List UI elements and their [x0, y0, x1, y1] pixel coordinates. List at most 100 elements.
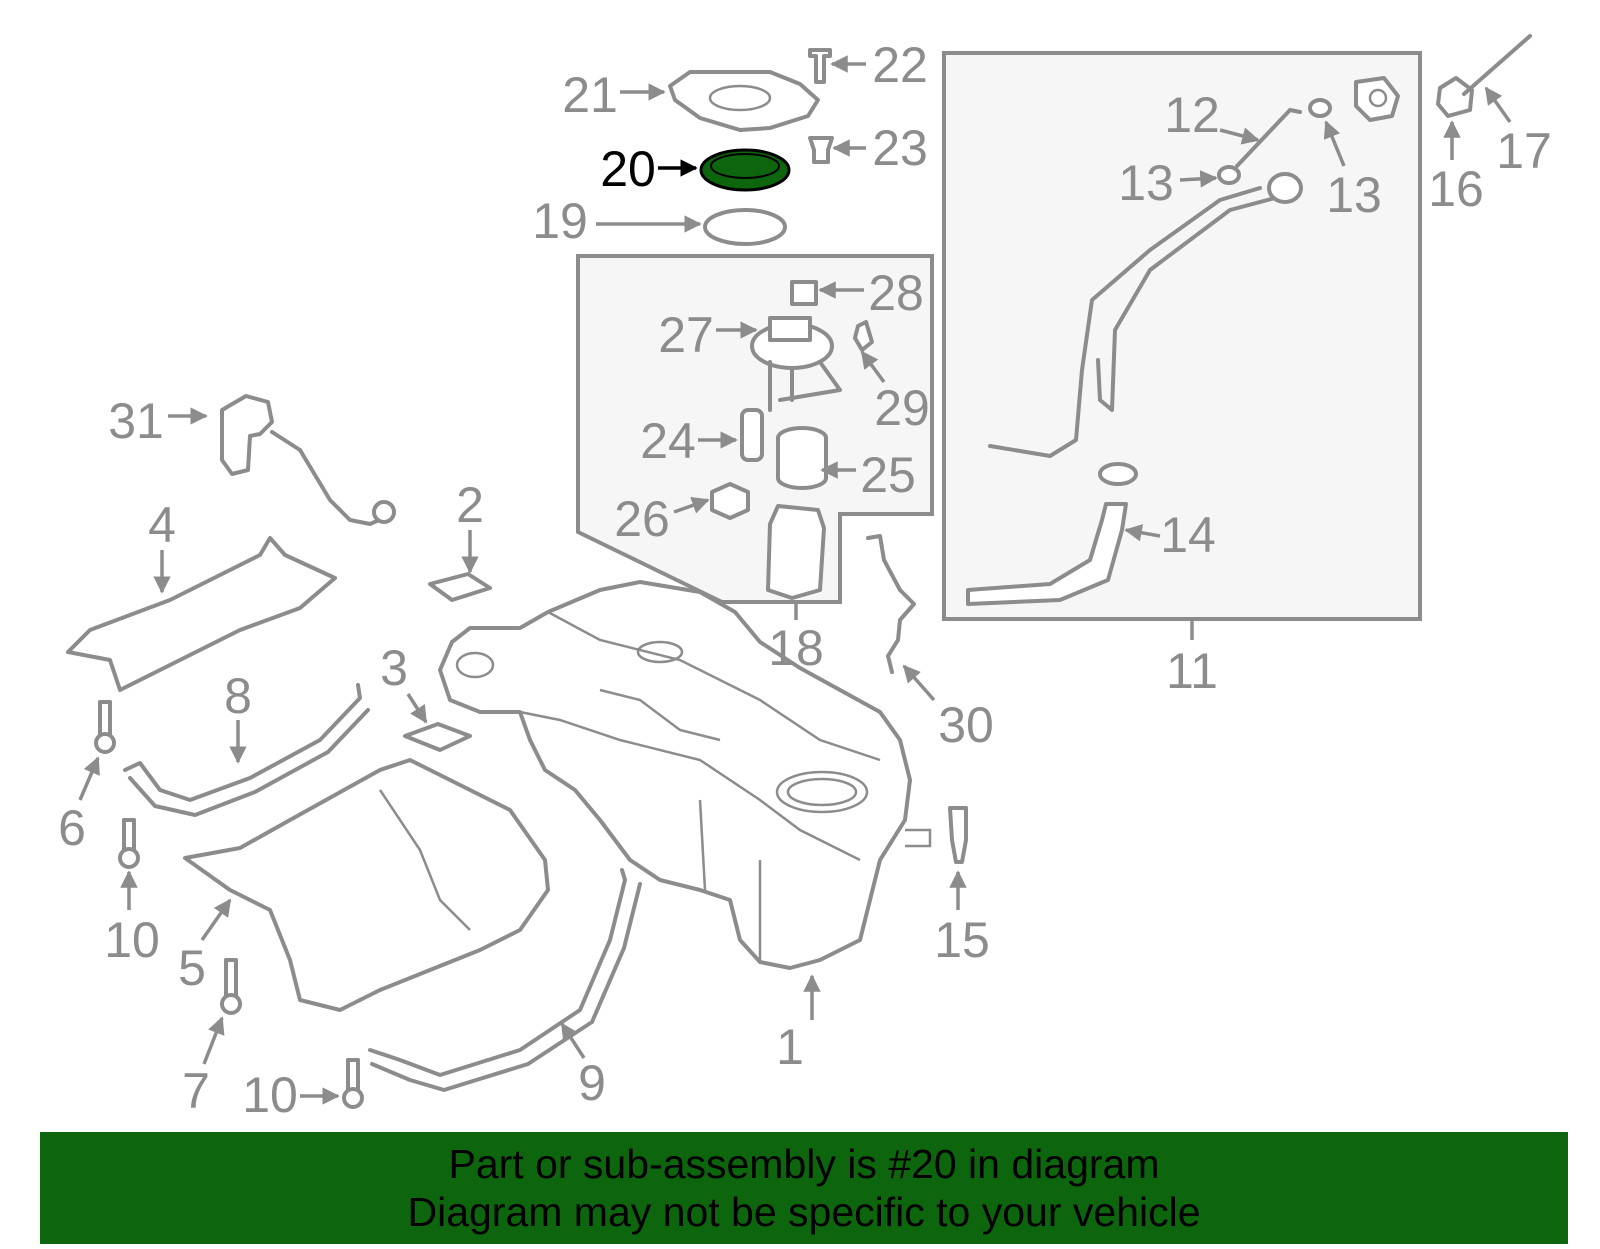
callout-23: 23 — [832, 120, 928, 176]
svg-text:17: 17 — [1496, 123, 1552, 179]
callout-22: 22 — [830, 37, 928, 93]
clamp-13-right — [1308, 98, 1332, 118]
nut-26 — [710, 482, 750, 520]
svg-text:22: 22 — [872, 37, 928, 93]
callout-13-right: 13 — [1323, 120, 1382, 223]
callout-12: 12 — [1164, 87, 1260, 145]
o-ring-19 — [703, 208, 787, 246]
grommet-23 — [808, 136, 834, 164]
callout-26: 26 — [614, 491, 710, 547]
clamp-13-left — [1217, 165, 1241, 185]
callout-3: 3 — [380, 640, 428, 724]
filter-25 — [776, 426, 828, 490]
callout-14: 14 — [1124, 507, 1216, 563]
bolt-10-upper — [118, 818, 140, 869]
svg-text:2: 2 — [456, 477, 484, 533]
part-2-pad — [428, 572, 492, 602]
svg-text:8: 8 — [224, 668, 252, 724]
callout-13-left: 13 — [1118, 155, 1218, 211]
strap-9 — [368, 868, 627, 1077]
svg-text:24: 24 — [640, 413, 696, 469]
filler-neck-group-box — [942, 51, 1422, 621]
hose-14 — [966, 502, 1128, 606]
svg-text:7: 7 — [182, 1063, 210, 1119]
callout-8: 8 — [224, 668, 252, 764]
callout-11: 11 — [1166, 620, 1218, 699]
canister-31 — [220, 394, 396, 526]
clip-29 — [853, 320, 874, 352]
valve-15 — [948, 806, 968, 864]
svg-text:3: 3 — [380, 640, 408, 696]
svg-text:19: 19 — [532, 193, 588, 249]
banner-line-2: Diagram may not be specific to your vehi… — [407, 1189, 1201, 1235]
callout-2: 2 — [456, 477, 484, 574]
svg-text:14: 14 — [1160, 507, 1216, 563]
fuel-tank — [438, 580, 932, 970]
callout-6: 6 — [58, 756, 100, 856]
tether-17 — [1462, 34, 1532, 96]
sender-27 — [750, 316, 842, 412]
svg-text:13: 13 — [1326, 167, 1382, 223]
svg-text:29: 29 — [874, 380, 930, 436]
callout-9: 9 — [560, 1022, 606, 1111]
svg-text:28: 28 — [868, 265, 924, 321]
svg-text:15: 15 — [934, 912, 990, 968]
strap-8 — [123, 683, 362, 802]
bolt-7 — [220, 958, 242, 1015]
callout-7: 7 — [182, 1016, 225, 1119]
lock-ring-20 — [699, 148, 791, 192]
pump-housing-18 — [766, 504, 826, 600]
svg-text:21: 21 — [562, 67, 618, 123]
svg-text:25: 25 — [860, 447, 916, 503]
callout-19: 19 — [532, 193, 702, 249]
svg-text:16: 16 — [1428, 161, 1484, 217]
svg-text:31: 31 — [108, 393, 164, 449]
svg-text:4: 4 — [148, 497, 176, 553]
callout-1: 1 — [776, 974, 821, 1075]
callout-28: 28 — [818, 265, 924, 321]
callout-31: 31 — [108, 393, 208, 449]
heat-shield-5 — [183, 758, 550, 1012]
svg-text:10: 10 — [242, 1067, 298, 1123]
sensor-30 — [866, 534, 916, 674]
svg-text:6: 6 — [58, 800, 86, 856]
svg-text:30: 30 — [938, 697, 994, 753]
callout-10-lower: 10 — [242, 1067, 340, 1123]
svg-text:27: 27 — [658, 307, 714, 363]
svg-text:23: 23 — [872, 120, 928, 176]
callout-20: 20 — [600, 141, 698, 197]
svg-text:10: 10 — [104, 912, 160, 968]
callout-25: 25 — [820, 447, 916, 503]
banner-line-1: Part or sub-assembly is #20 in diagram — [448, 1141, 1160, 1187]
callout-27: 27 — [658, 307, 758, 363]
info-banner: Part or sub-assembly is #20 in diagram D… — [40, 1132, 1568, 1244]
bolt-10-lower — [342, 1058, 364, 1109]
cover-plate-21 — [668, 70, 820, 132]
callout-10-upper: 10 — [104, 870, 160, 968]
callout-24: 24 — [640, 413, 738, 469]
clamp-14 — [1098, 462, 1138, 486]
callout-17: 17 — [1484, 86, 1552, 179]
svg-text:20: 20 — [600, 141, 656, 197]
part-3-pad — [403, 722, 472, 752]
callout-15: 15 — [934, 870, 990, 968]
callout-5: 5 — [178, 898, 232, 996]
callout-18: 18 — [768, 604, 824, 676]
svg-text:13: 13 — [1118, 155, 1174, 211]
callout-4: 4 — [148, 497, 176, 594]
cap-16 — [1436, 76, 1474, 118]
svg-text:12: 12 — [1164, 87, 1220, 143]
callout-29: 29 — [860, 350, 930, 436]
svg-text:26: 26 — [614, 491, 670, 547]
bolt-6 — [94, 700, 116, 754]
svg-text:5: 5 — [178, 940, 206, 996]
cap-nut — [1354, 76, 1400, 122]
callout-30: 30 — [902, 664, 994, 753]
callout-21: 21 — [562, 67, 666, 123]
connector-28 — [790, 280, 818, 306]
svg-text:18: 18 — [768, 620, 824, 676]
callout-16: 16 — [1428, 120, 1484, 217]
svg-text:11: 11 — [1166, 643, 1218, 699]
heat-shield-4 — [66, 536, 337, 692]
